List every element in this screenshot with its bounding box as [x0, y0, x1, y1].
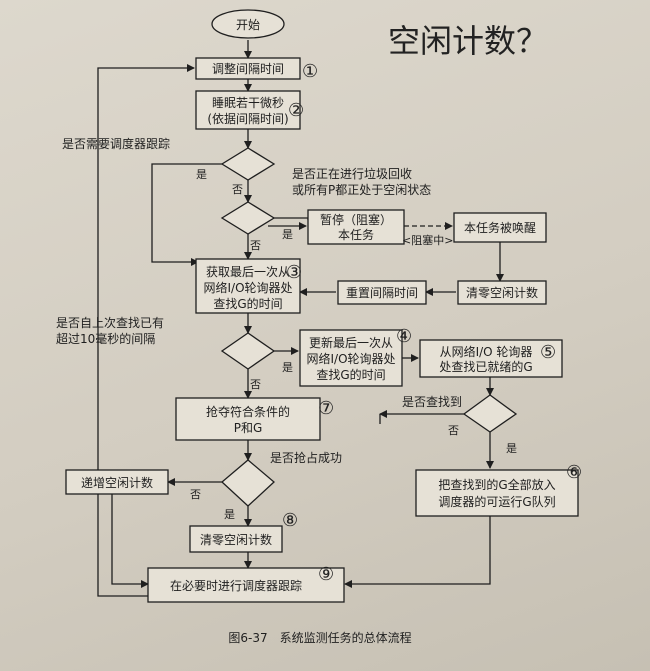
- step-annotation-5: ⑤: [540, 342, 556, 363]
- preempt-ok-condition: 是否抢占成功: [270, 450, 342, 465]
- update-last-poll-label-3: 查找G的时间: [316, 367, 385, 382]
- clear-idle-label-1: 清零空闲计数: [466, 285, 538, 300]
- found-decision: [462, 394, 518, 433]
- gc-idle-decision: [220, 201, 276, 235]
- pause-label-1: 暂停（阻塞）: [320, 212, 392, 227]
- preempt-ok-yes: 是: [224, 508, 235, 521]
- need-trace-no: 否: [232, 183, 243, 196]
- over-10ms-no: 否: [250, 378, 261, 391]
- adjust-interval-box: [195, 57, 301, 80]
- woken-label: 本任务被唤醒: [464, 220, 536, 235]
- pause-box: [307, 209, 405, 245]
- get-last-poll-label-2: 网络I/O轮询器处: [203, 280, 292, 295]
- found-no: 否: [448, 424, 459, 437]
- get-last-poll-box: [195, 258, 301, 314]
- over-10ms-condition-1: 是否自上次查找已有: [56, 316, 164, 330]
- need-trace-yes: 是: [196, 168, 207, 181]
- start-label: 开始: [236, 18, 260, 32]
- find-ready-box: [419, 339, 563, 378]
- over-10ms-decision: [220, 332, 276, 370]
- sleep-label-2: (依据间隔时间): [207, 111, 288, 126]
- step-annotation-4: ④: [396, 326, 412, 347]
- need-trace-condition: 是否需要调度器跟踪: [62, 136, 170, 151]
- gc-idle-yes: 是: [282, 228, 293, 241]
- blocking-label: <阻塞中>: [402, 233, 453, 247]
- found-condition: 是否查找到: [402, 395, 462, 409]
- preempt-ok-no: 否: [190, 488, 201, 501]
- step-annotation-9: ⑨: [318, 564, 334, 585]
- preempt-box: [175, 397, 321, 441]
- find-ready-label-1: 从网络I/O 轮询器: [440, 344, 533, 359]
- increase-idle-box: [65, 469, 169, 495]
- clear-idle-label-2: 清零空闲计数: [200, 532, 272, 547]
- woken-box: [453, 212, 547, 243]
- pause-label-2: 本任务: [338, 227, 374, 242]
- gc-idle-no: 否: [250, 239, 261, 252]
- step-annotation-1: ①: [302, 61, 318, 82]
- put-all-label-2: 调度器的可运行G队列: [438, 494, 555, 509]
- get-last-poll-label-3: 查找G的时间: [213, 296, 282, 311]
- step-annotation-7: ⑦: [318, 398, 334, 419]
- adjust-interval-label: 调整间隔时间: [212, 61, 284, 76]
- get-last-poll-label-1: 获取最后一次从: [206, 265, 290, 279]
- update-last-poll-box: [299, 329, 403, 387]
- put-all-label-1: 把查找到的G全部放入: [438, 477, 555, 492]
- trace-box: [147, 567, 345, 603]
- trace-label: 在必要时进行调度器跟踪: [170, 578, 302, 593]
- preempt-label-1: 抢夺符合条件的: [206, 404, 290, 419]
- gc-idle-condition-1: 是否正在进行垃圾回收: [292, 166, 412, 181]
- clear-idle-box-2: [189, 525, 283, 553]
- sleep-box: [195, 90, 301, 130]
- step-annotation-2: ②: [288, 100, 304, 121]
- sleep-label-1: 睡眠若干微秒: [212, 96, 284, 110]
- step-annotation-3: ③: [286, 262, 302, 283]
- preempt-ok-decision: [221, 459, 275, 507]
- update-last-poll-label-1: 更新最后一次从: [309, 335, 393, 350]
- need-trace-decision: [220, 147, 276, 181]
- reset-interval-label: 重置间隔时间: [346, 286, 418, 300]
- increase-idle-label: 递增空闲计数: [81, 475, 153, 490]
- find-ready-label-2: 处查找已就绪的G: [439, 359, 532, 374]
- figure-caption: 图6-37 系统监测任务的总体流程: [228, 630, 411, 645]
- update-last-poll-label-2: 网络I/O轮询器处: [306, 351, 395, 366]
- start-node: 开始: [211, 9, 285, 39]
- reset-interval-box: [337, 280, 427, 305]
- step-annotation-6: ⑥: [566, 462, 582, 483]
- clear-idle-box-1: [457, 280, 547, 305]
- found-yes: 是: [506, 442, 517, 455]
- gc-idle-condition-2: 或所有P都正处于空闲状态: [292, 183, 431, 197]
- step-annotation-8: ⑧: [282, 510, 298, 531]
- over-10ms-condition-2: 超过10毫秒的间隔: [56, 331, 155, 346]
- preempt-label-2: P和G: [234, 421, 263, 435]
- put-all-box: [415, 469, 579, 517]
- connectors: [97, 40, 504, 597]
- over-10ms-yes: 是: [282, 361, 293, 374]
- handwritten-note: 空闲计数？: [388, 22, 548, 60]
